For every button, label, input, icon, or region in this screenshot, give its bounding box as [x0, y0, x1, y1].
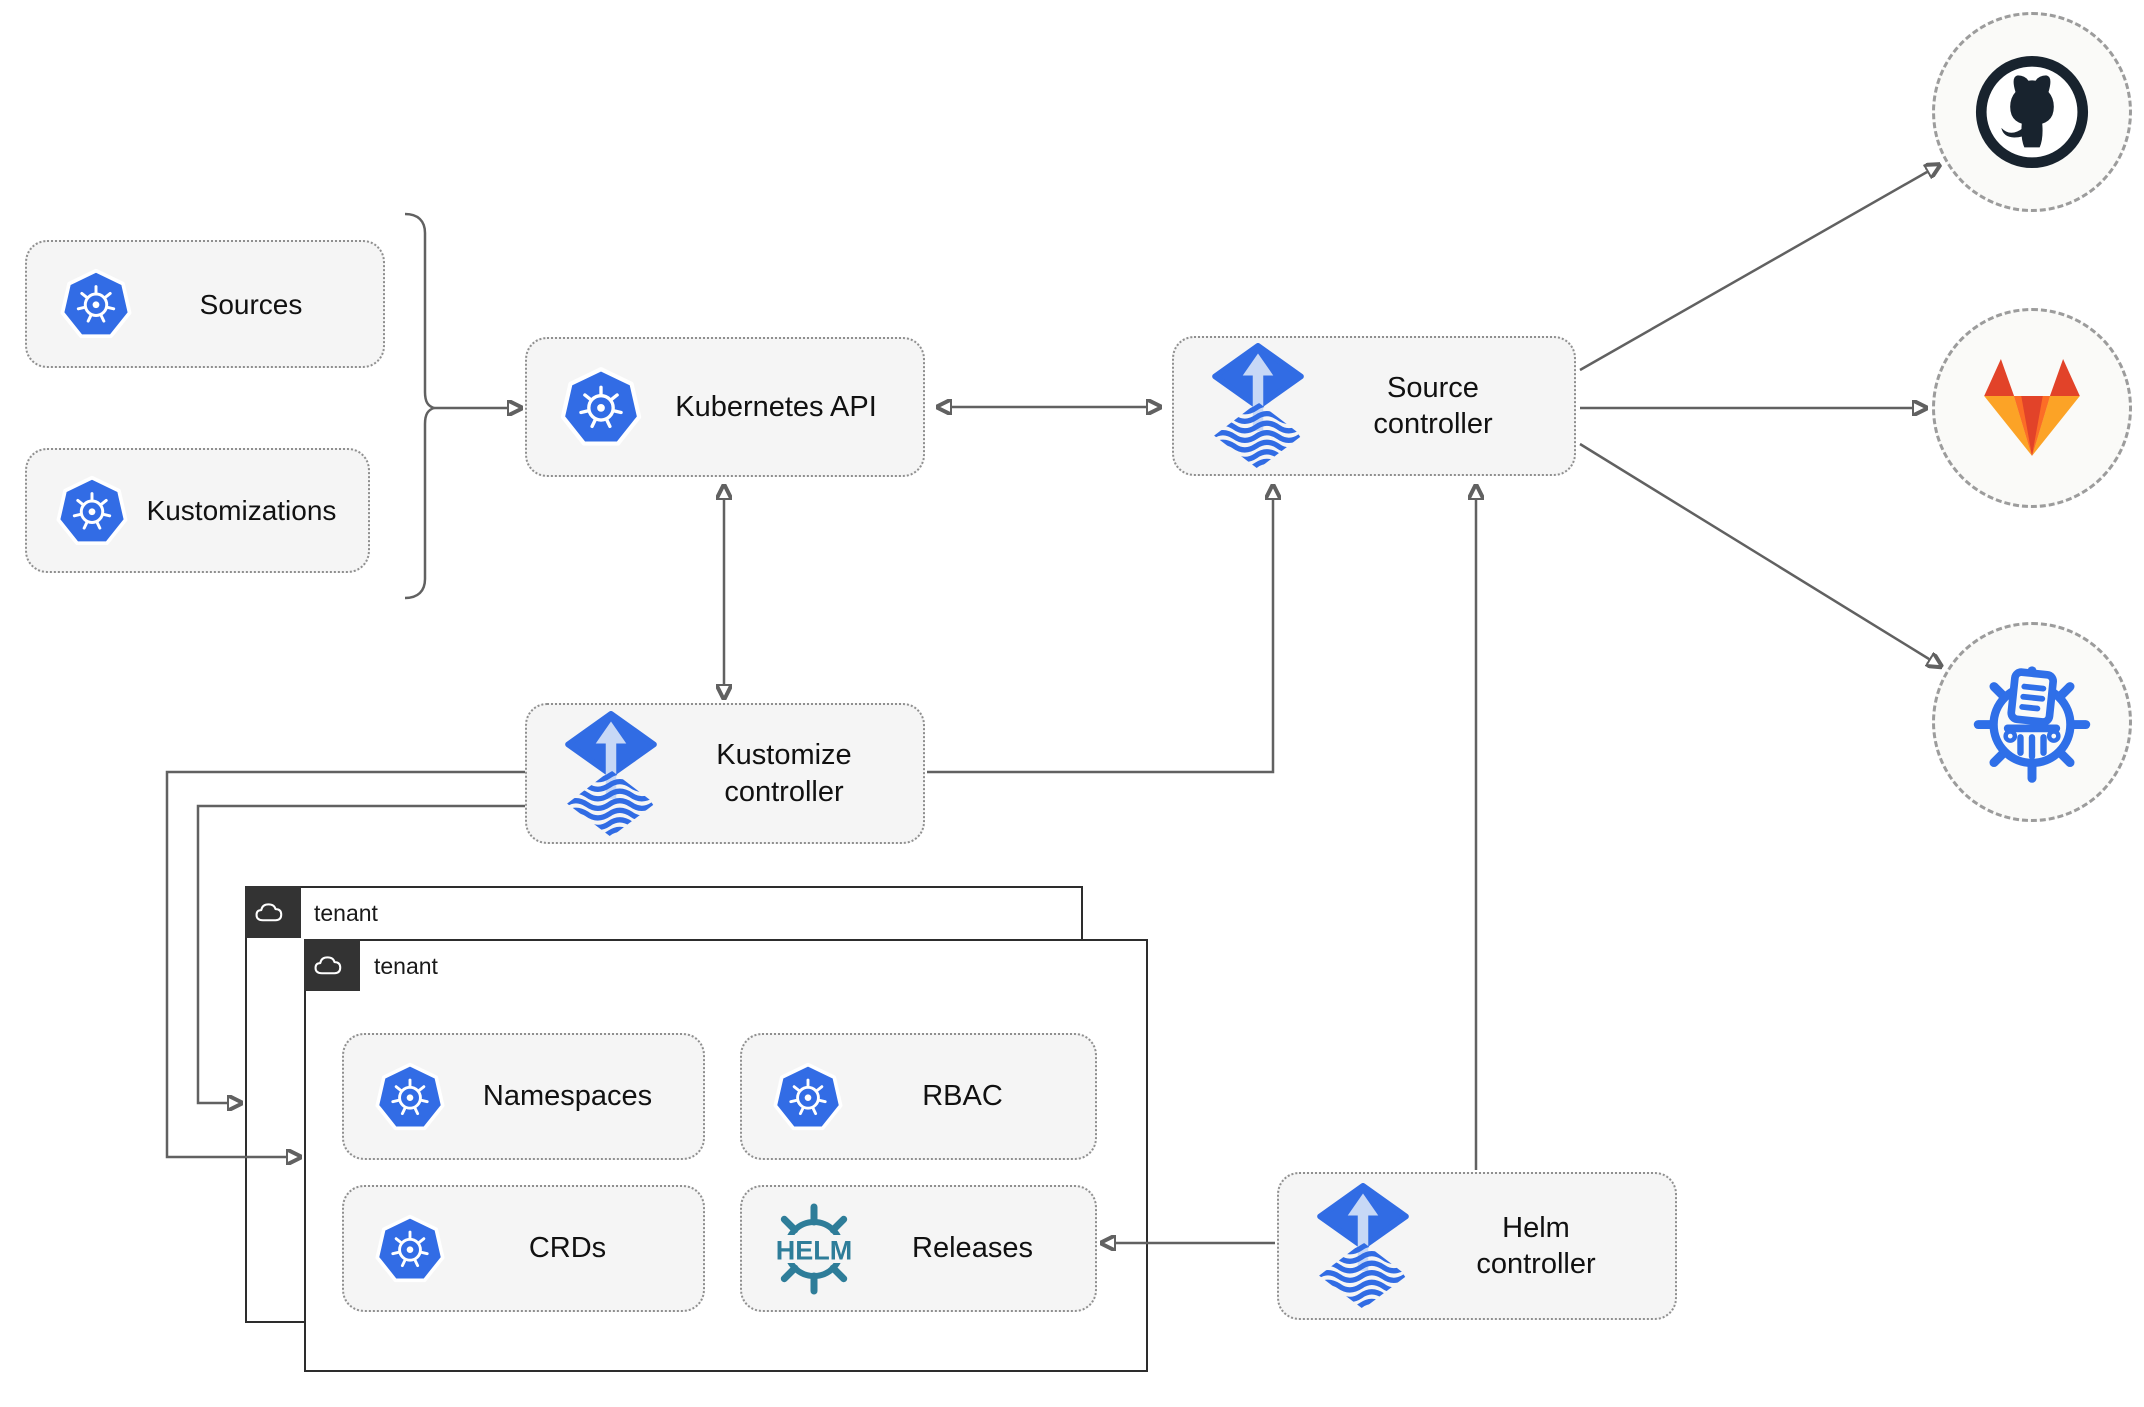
node-label: CRDs — [528, 1232, 607, 1265]
gitlab-icon — [1972, 353, 2092, 463]
node-sources: Sources — [25, 240, 385, 368]
kubernetes-icon — [374, 1213, 446, 1285]
cloud-icon — [313, 952, 351, 978]
node-label: Kustomize controller — [716, 739, 852, 808]
flux-icon — [1210, 343, 1306, 469]
node-label: RBAC — [922, 1080, 1003, 1113]
kubernetes-icon — [55, 474, 129, 548]
node-label: Source controller — [1373, 371, 1493, 440]
node-kustomize-controller: Kustomize controller — [525, 703, 925, 844]
helm-icon: HELM — [764, 1197, 864, 1301]
node-kubernetes-api: Kubernetes API — [525, 337, 925, 477]
bracket-sources-kustomizations — [404, 212, 438, 600]
edge-source-to-chartmuseum — [1579, 442, 1929, 659]
node-source-controller: Source controller — [1172, 336, 1576, 476]
node-releases: HELM Releases — [740, 1185, 1097, 1312]
flux-icon — [563, 710, 659, 837]
tenant-inner-tab — [304, 939, 360, 991]
node-label: Sources — [199, 288, 303, 320]
tenant-outer-label: tenant — [314, 900, 378, 926]
cloud-icon — [254, 899, 292, 925]
node-label: Releases — [912, 1232, 1033, 1265]
chartmuseum-icon — [1968, 658, 2096, 786]
kubernetes-icon — [559, 365, 643, 449]
endpoint-gitlab — [1932, 308, 2132, 508]
kubernetes-icon — [772, 1061, 844, 1133]
tenant-inner-label: tenant — [374, 953, 438, 979]
kubernetes-icon — [59, 267, 133, 341]
endpoint-github — [1932, 12, 2132, 212]
node-helm-controller: Helm controller — [1277, 1172, 1677, 1320]
node-label: Namespaces — [482, 1080, 653, 1113]
node-label: Helm controller — [1476, 1211, 1596, 1280]
flux-icon — [1315, 1183, 1411, 1309]
github-icon — [1973, 53, 2091, 171]
node-rbac: RBAC — [740, 1033, 1097, 1160]
tenant-outer-tab — [245, 886, 301, 938]
kubernetes-icon — [374, 1061, 446, 1133]
node-label: Kubernetes API — [675, 390, 877, 423]
node-namespaces: Namespaces — [342, 1033, 705, 1160]
node-crds: CRDs — [342, 1185, 705, 1312]
edge-kustomize-to-source — [927, 500, 1273, 774]
node-label: Kustomizations — [146, 495, 337, 526]
edge-source-to-github — [1579, 172, 1927, 372]
svg-text:HELM: HELM — [776, 1235, 853, 1265]
endpoint-chartmuseum — [1932, 622, 2132, 822]
node-kustomizations: Kustomizations — [25, 448, 370, 573]
